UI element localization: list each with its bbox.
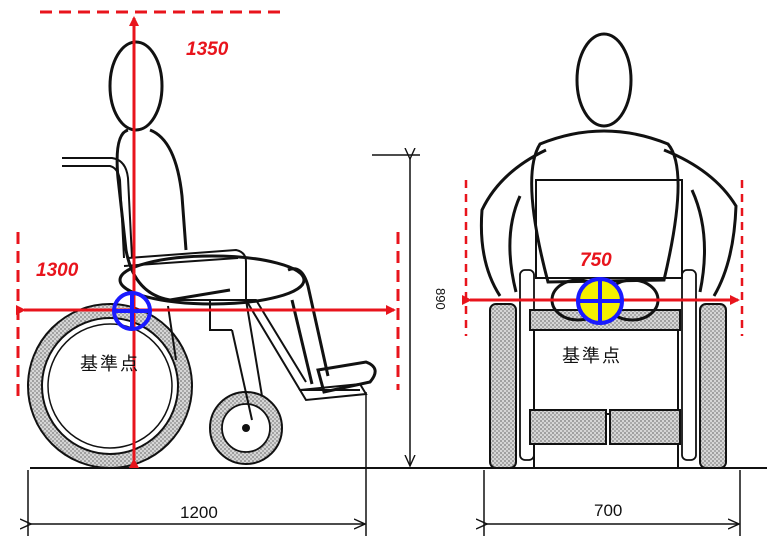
width-label: 750 <box>580 250 612 271</box>
red-limits <box>16 10 744 398</box>
vertical-height-label: 890 <box>433 288 448 310</box>
front-caster <box>209 391 283 465</box>
front-reference-label: 基準点 <box>562 346 622 367</box>
overall-length-label: 1200 <box>180 503 218 522</box>
side-reference-label: 基準点 <box>80 354 140 375</box>
overall-width-label: 700 <box>594 501 622 520</box>
side-reference-marker <box>112 291 152 331</box>
side-view <box>27 40 420 469</box>
rear-wheel <box>27 303 193 469</box>
length-label: 1300 <box>36 260 79 281</box>
height-label: 1350 <box>186 39 229 60</box>
front-reference-marker <box>576 277 624 325</box>
black-dimensions <box>28 155 741 536</box>
front-right-wheels <box>681 269 727 469</box>
front-view <box>410 32 767 469</box>
